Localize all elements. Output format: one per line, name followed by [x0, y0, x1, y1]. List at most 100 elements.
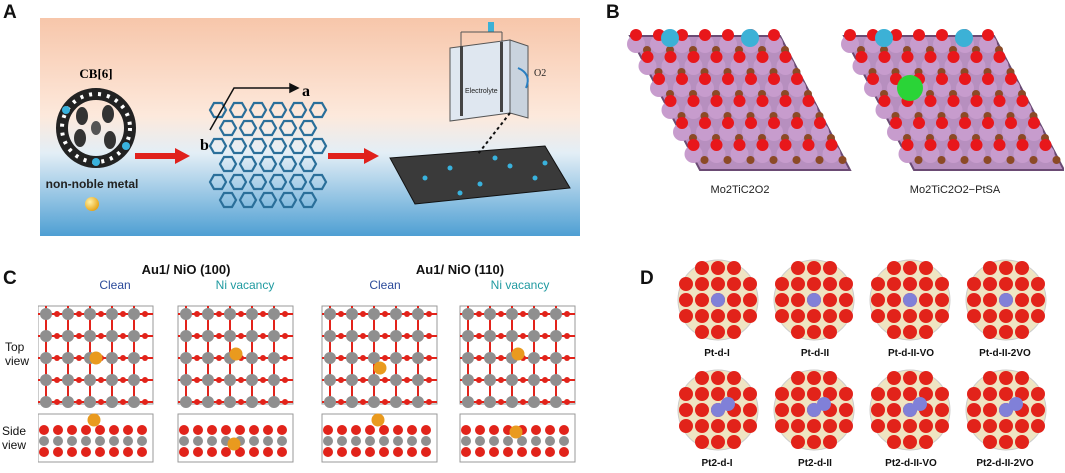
- single-atom-site: [477, 181, 483, 187]
- pt-structure-5: [677, 369, 759, 451]
- o-atom: [722, 29, 734, 41]
- o-atom: [695, 277, 709, 291]
- o-atom: [983, 387, 997, 401]
- o-atom: [382, 355, 388, 361]
- o-atom: [775, 293, 789, 307]
- o-atom: [710, 95, 723, 107]
- ni-atom: [484, 374, 496, 386]
- ni-atom: [40, 308, 52, 320]
- slab-atom: [461, 447, 471, 457]
- o-atom: [775, 277, 789, 291]
- o-atom: [1015, 371, 1029, 385]
- ni-atom: [246, 352, 258, 364]
- o-atom: [791, 387, 805, 401]
- o-atom: [338, 355, 344, 361]
- ni-atom: [84, 396, 96, 408]
- o-atom: [807, 277, 821, 291]
- o-atom: [727, 309, 741, 323]
- lattice-ring: [208, 173, 228, 191]
- o-atom: [360, 333, 366, 339]
- o-atom: [733, 139, 746, 151]
- o-atom: [887, 371, 901, 385]
- o-atom: [498, 399, 504, 405]
- mo-atom: [638, 57, 657, 75]
- lattice-ring: [278, 191, 298, 209]
- ni-atom: [462, 308, 474, 320]
- lattice-ring: [298, 119, 318, 137]
- o-atom: [936, 117, 948, 129]
- o-atom: [887, 325, 901, 339]
- o-atom: [426, 333, 432, 339]
- o-atom: [756, 51, 769, 63]
- d-label-2: Pt-d-II: [800, 348, 830, 359]
- o-atom: [967, 293, 981, 307]
- mo-atom: [753, 57, 772, 75]
- o-atom: [142, 377, 148, 383]
- o-atom: [807, 387, 821, 401]
- ni-atom: [412, 308, 424, 320]
- slab-atom: [179, 447, 189, 457]
- mo-atom: [719, 79, 737, 97]
- ni-atom: [550, 396, 562, 408]
- slab-atom: [39, 425, 49, 435]
- o-atom: [260, 355, 266, 361]
- slab-atom: [137, 436, 147, 446]
- slab-atom: [517, 447, 527, 457]
- o-atom: [404, 311, 410, 317]
- o-atom: [887, 403, 901, 417]
- mo-atom: [661, 101, 680, 119]
- o-atom: [839, 387, 853, 401]
- o-atom: [901, 139, 914, 151]
- o-atom: [520, 399, 526, 405]
- o-atom: [338, 311, 344, 317]
- mo-atom: [696, 79, 714, 97]
- o-atom: [404, 377, 410, 383]
- slab-atom: [277, 425, 287, 435]
- slab-atom: [531, 436, 541, 446]
- mo-atom: [979, 123, 997, 141]
- ni-atom: [462, 396, 474, 408]
- o-atom: [823, 277, 837, 291]
- o-atom: [338, 333, 344, 339]
- o-atom: [282, 311, 288, 317]
- o-atom: [120, 311, 126, 317]
- panel-c-letter: C: [3, 268, 17, 289]
- o-atom: [695, 325, 709, 339]
- ni-atom: [106, 352, 118, 364]
- o-atom: [887, 261, 901, 275]
- o-atom: [711, 261, 725, 275]
- au-atom: [511, 347, 525, 361]
- o-atom: [983, 435, 997, 449]
- o-atom: [641, 51, 654, 63]
- o-atom: [1005, 117, 1017, 129]
- lattice-ring: [288, 173, 308, 191]
- pt-structure-3: [869, 259, 951, 341]
- panel-b-letter: B: [606, 2, 620, 23]
- o-atom: [1015, 277, 1029, 291]
- o-atom: [825, 139, 838, 151]
- o-atom: [779, 139, 792, 151]
- o-atom: [695, 309, 709, 323]
- axis-arrows: [209, 82, 300, 131]
- pt-atom: [807, 293, 821, 307]
- ni-atom: [268, 374, 280, 386]
- mo-atom: [1002, 79, 1020, 97]
- ni-atom: [528, 374, 540, 386]
- ni-atom: [368, 330, 380, 342]
- slab-atom: [421, 447, 431, 457]
- o-atom: [839, 293, 853, 307]
- metal-label: non-noble metal: [46, 177, 139, 191]
- o-atom: [194, 377, 200, 383]
- mo-atom: [765, 123, 783, 141]
- mo-atom: [776, 57, 795, 75]
- mo-atom: [967, 145, 986, 163]
- au-atom: [373, 361, 387, 375]
- panel-a-illustration: CB[6] non-noble metal a b Electrolyte O2: [40, 18, 580, 236]
- o-atom: [542, 399, 548, 405]
- o-atom: [814, 117, 826, 129]
- o-atom: [791, 419, 805, 433]
- o-atom: [1015, 309, 1029, 323]
- o-atom: [564, 355, 570, 361]
- o-atom: [970, 139, 983, 151]
- o-atom: [1031, 309, 1045, 323]
